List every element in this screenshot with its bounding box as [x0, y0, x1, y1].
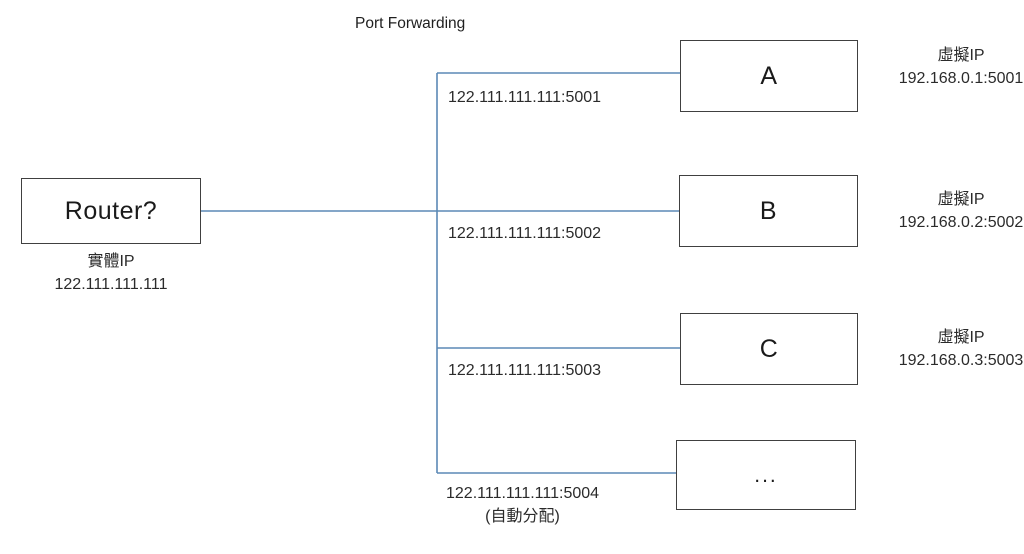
- router-ip-caption-value: 122.111.111.111: [54, 276, 168, 294]
- node-c-label: C: [759, 334, 779, 363]
- virtual-ip-label-c: 虛擬IP 192.168.0.3:5003: [899, 326, 1024, 372]
- virtual-ip-label-a: 虛擬IP 192.168.0.1:5001: [899, 44, 1024, 90]
- virtual-ip-caption-c: 虛擬IP: [937, 329, 985, 346]
- port-mapping-label-c: 122.111.111.111:5003: [448, 362, 602, 379]
- virtual-ip-caption-b: 虛擬IP: [937, 191, 985, 208]
- port-mapping-label-a: 122.111.111.111:5001: [448, 89, 602, 106]
- virtual-ip-label-b: 虛擬IP 192.168.0.2:5002: [899, 188, 1024, 234]
- node-router-label: Router?: [64, 196, 158, 225]
- node-b[interactable]: B: [679, 175, 858, 247]
- node-a[interactable]: A: [680, 40, 858, 112]
- virtual-ip-address-b: 192.168.0.2:5002: [898, 214, 1024, 232]
- port-mapping-note-more: (自動分配): [485, 508, 560, 526]
- node-router[interactable]: Router?: [21, 178, 201, 244]
- port-mapping-label-more: 122.111.111.111:5004 (自動分配): [446, 482, 599, 528]
- node-more[interactable]: ...: [676, 440, 856, 510]
- port-mapping-label-b: 122.111.111.111:5002: [448, 225, 602, 242]
- port-mapping-value-more: 122.111.111.111:5004: [446, 485, 600, 502]
- node-more-label: ...: [754, 463, 778, 487]
- node-b-label: B: [759, 196, 778, 225]
- diagram-title: Port Forwarding: [355, 15, 466, 32]
- virtual-ip-caption-a: 虛擬IP: [937, 47, 985, 64]
- router-ip-caption-label: 實體IP: [87, 253, 135, 270]
- node-c[interactable]: C: [680, 313, 858, 385]
- virtual-ip-address-a: 192.168.0.1:5001: [898, 70, 1024, 88]
- node-a-label: A: [760, 61, 778, 90]
- router-ip-caption: 實體IP 122.111.111.111: [55, 250, 168, 296]
- virtual-ip-address-c: 192.168.0.3:5003: [898, 352, 1024, 370]
